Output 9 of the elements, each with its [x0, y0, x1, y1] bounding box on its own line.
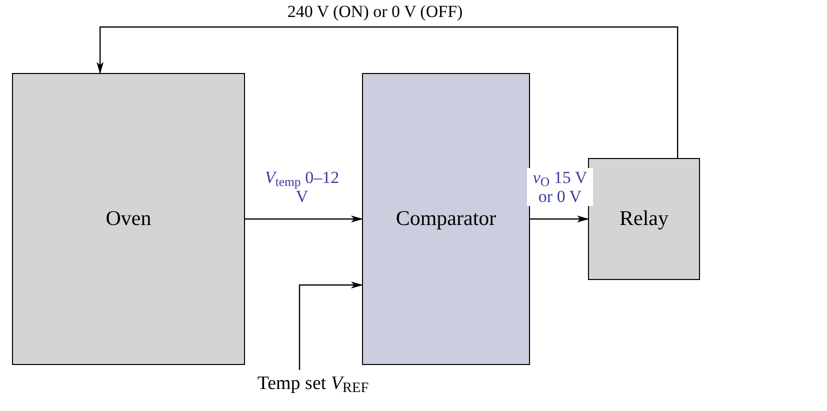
block-box: Comparator — [362, 73, 530, 365]
input-label: Temp set V$_{REF}$ — [238, 370, 388, 398]
arrow — [245, 216, 363, 222]
block-box: Oven — [12, 73, 245, 365]
arrow — [298, 282, 363, 370]
edge-label: v$_{O}$ 15 V or 0 V — [527, 168, 593, 206]
arrow — [96, 26, 678, 158]
arrow — [530, 216, 589, 222]
block-box: Relay — [588, 158, 700, 280]
